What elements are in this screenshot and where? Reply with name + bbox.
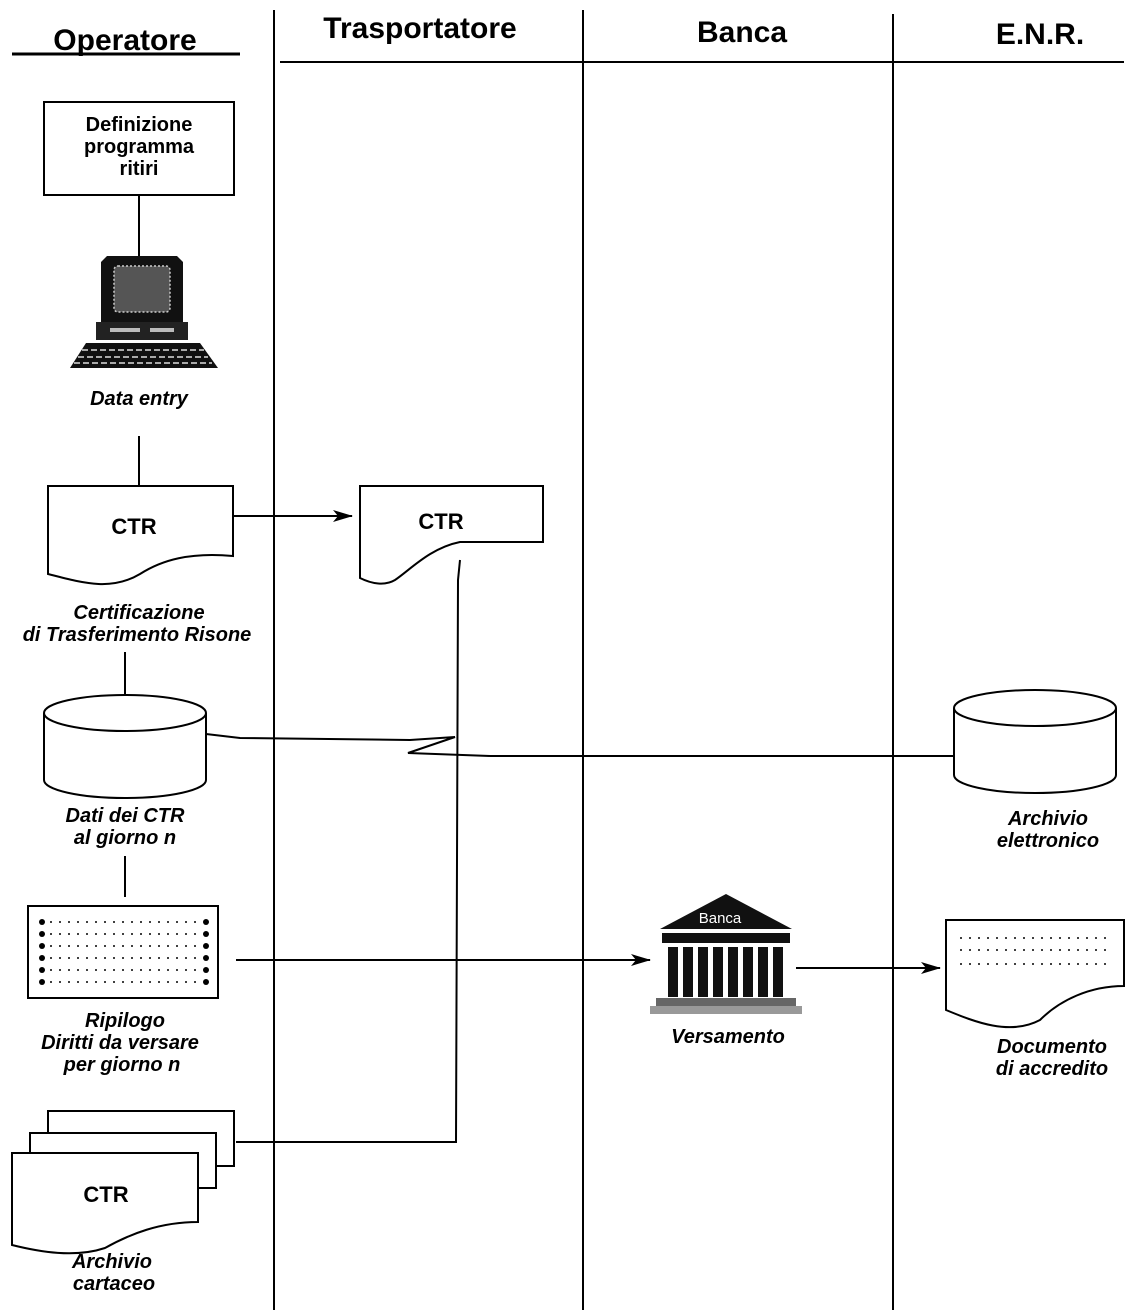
archivio-elettronico-line-2: elettronico <box>997 830 1099 852</box>
archivio-cartaceo-line-1: Archivio <box>71 1251 152 1273</box>
ripilogo-report-icon <box>27 905 219 999</box>
report-bullet <box>39 979 45 985</box>
ctr-label-line-2: di Trasferimento Risone <box>23 624 252 646</box>
lane-header-enr: E.N.R. <box>996 18 1084 51</box>
computer-icon <box>70 256 218 368</box>
lane-header-operatore: Operatore <box>53 24 196 57</box>
definizione-line-1: Definizione <box>86 114 193 136</box>
versamento-label: Versamento <box>671 1026 785 1048</box>
report-bullet <box>203 919 209 925</box>
report-bullet <box>203 967 209 973</box>
archivio-elettronico-line-1: Archivio <box>1007 808 1088 830</box>
ctr-document-operatore: CTR <box>47 485 234 586</box>
report-bullet <box>39 955 45 961</box>
bank-column <box>668 947 678 997</box>
ripilogo-line-1: Ripilogo <box>85 1010 165 1032</box>
report-bullet <box>39 919 45 925</box>
connector-to-archivio-cartaceo <box>236 559 461 1143</box>
report-bullet <box>203 979 209 985</box>
lane-header-banca: Banca <box>697 16 787 49</box>
definizione-line-2: programma <box>84 136 195 158</box>
bank-column <box>758 947 768 997</box>
report-bullet <box>203 931 209 937</box>
dati-ctr-line-2: al giorno n <box>74 827 176 849</box>
ctr-operatore-text: CTR <box>111 514 156 539</box>
bank-building-icon: Banca <box>650 894 802 1014</box>
documento-accredito-icon <box>945 919 1125 1029</box>
definizione-box: Definizione programma ritiri <box>43 101 235 196</box>
ctr-trasportatore-text: CTR <box>418 509 463 534</box>
ctr-document-trasportatore: CTR <box>359 485 544 585</box>
documento-line-1: Documento <box>997 1036 1107 1058</box>
dati-ctr-line-1: Dati dei CTR <box>66 805 185 827</box>
bank-column <box>713 947 723 997</box>
ctr-archivio-text: CTR <box>83 1182 128 1207</box>
archivio-cartaceo-line-2: cartaceo <box>73 1273 155 1295</box>
data-entry-label: Data entry <box>90 388 189 410</box>
bank-sign-text: Banca <box>699 910 742 927</box>
lane-header-trasportatore: Trasportatore <box>323 12 516 45</box>
bank-column <box>683 947 693 997</box>
archivio-elettronico-icon <box>953 689 1117 794</box>
database-cylinder-icon <box>43 694 207 799</box>
definizione-line-3: ritiri <box>120 158 159 180</box>
report-bullet <box>39 967 45 973</box>
report-bullet <box>203 955 209 961</box>
ripilogo-line-2: Diritti da versare <box>41 1032 199 1054</box>
ripilogo-line-3: per giorno n <box>63 1054 181 1076</box>
report-bullet <box>203 943 209 949</box>
bank-column <box>773 947 783 997</box>
bank-column <box>728 947 738 997</box>
ctr-label-line-1: Certificazione <box>73 602 204 624</box>
report-bullet <box>39 943 45 949</box>
archivio-cartaceo-stack-icon: CTR <box>11 1110 235 1255</box>
data-transfer-line <box>205 733 491 757</box>
documento-line-2: di accredito <box>996 1058 1108 1080</box>
bank-column <box>743 947 753 997</box>
bank-column <box>698 947 708 997</box>
report-bullet <box>39 931 45 937</box>
